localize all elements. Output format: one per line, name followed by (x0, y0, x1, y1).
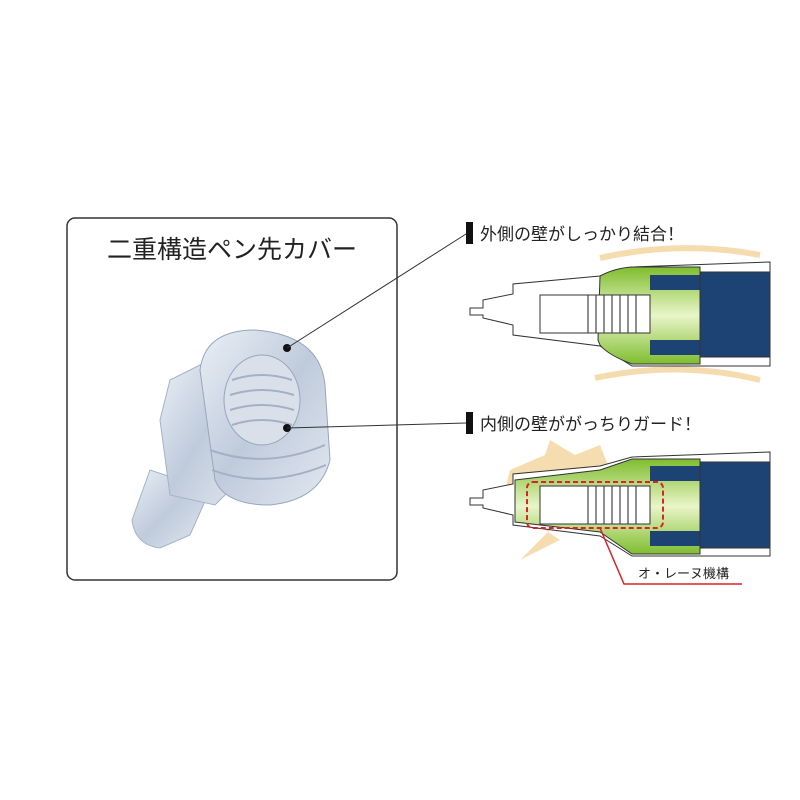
callout-label-inner: 内側の壁ががっちりガード！ (480, 415, 701, 435)
leader-line-inner (286, 422, 467, 429)
product-panel: 二重構造ペン先カバー (66, 217, 398, 581)
glow-arc (594, 366, 761, 383)
pen-cross-section-outer (469, 245, 771, 383)
mechanism-leader-line (599, 527, 742, 585)
pen-cover-illustration (131, 329, 331, 549)
pen-cross-section-inner (469, 440, 771, 560)
glow-arc (599, 245, 761, 261)
label-marker-outer (466, 222, 473, 244)
mechanism-label: オ・レーヌ機構 (638, 567, 729, 582)
callout-label-outer: 外側の壁がしっかり結合！ (480, 225, 684, 245)
leader-line-outer (286, 233, 467, 349)
label-marker-inner (466, 412, 473, 434)
product-title: 二重構造ペン先カバー (107, 235, 357, 264)
